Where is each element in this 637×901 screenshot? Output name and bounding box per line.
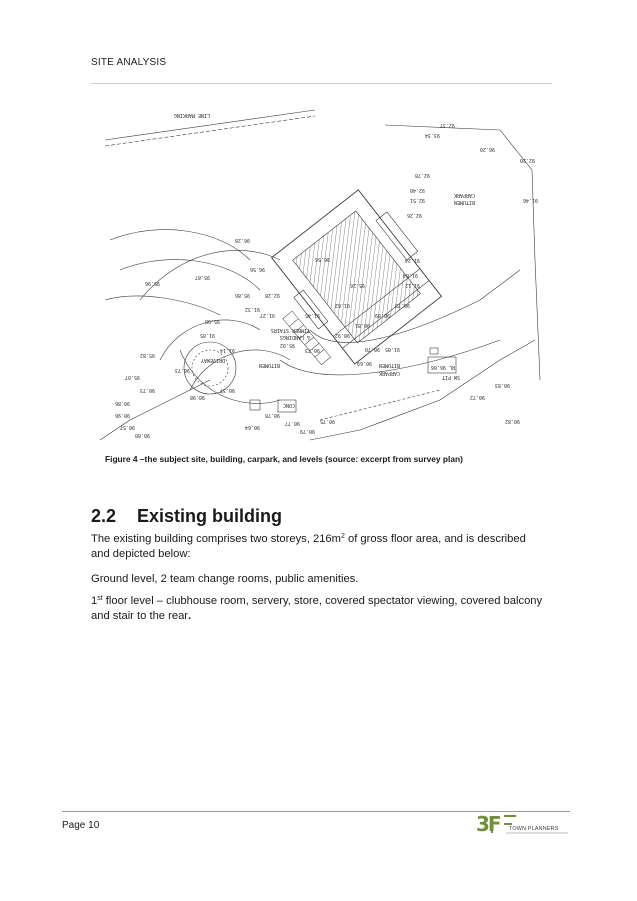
level: 90.75 (320, 418, 335, 424)
level: 90.73 (305, 347, 320, 353)
label-carpark-upper: CARPARK (454, 192, 475, 198)
label-line-marking: LINE MARKING (174, 112, 210, 118)
level: 91.04 (403, 272, 418, 278)
level: 92.78 (415, 172, 430, 178)
paragraph-ground-level: Ground level, 2 team change rooms, publi… (91, 573, 359, 585)
level: 90.89 (375, 312, 390, 318)
level: 95.96 (145, 280, 160, 286)
level: 95.98 (205, 318, 220, 324)
logo-text: TOWN PLANNERS (509, 826, 559, 832)
firm-logo: 3F (476, 813, 568, 835)
section-heading: 2.2 Existing building (91, 506, 282, 527)
running-header: SITE ANALYSIS (91, 57, 167, 68)
level: 95.07 (125, 374, 140, 380)
level: 95.92 (280, 342, 295, 348)
level: 90.73 (140, 387, 155, 393)
level: 95.86 (235, 292, 250, 298)
level: 92.37 (440, 122, 455, 128)
label-pit: SW PIT (442, 374, 460, 380)
level: 91.32 (245, 306, 260, 312)
level: 90.86 (115, 400, 130, 406)
level: 91.14 (220, 347, 235, 353)
level: 90.83 (495, 382, 510, 388)
level: 93.34 (425, 132, 440, 138)
level: 90.57 (120, 424, 135, 430)
level: 96.73 (175, 367, 190, 373)
level: 91.24 (405, 257, 420, 263)
section-number: 2.2 (91, 506, 117, 526)
label-landing: & LANDINGS (280, 334, 310, 340)
p3-ordinal: 1 (91, 595, 98, 607)
level: 96.20 (480, 146, 495, 152)
level: 90.96 (115, 412, 130, 418)
label-bitumen-drive: BITUMEN (259, 362, 280, 368)
level: 91.62 (335, 302, 350, 308)
level: 90.82 (505, 418, 520, 424)
page-number: Page 10 (62, 820, 100, 831)
label-driveway: DRIVEWAY (201, 357, 225, 363)
paragraph-building-summary: The existing building comprises two stor… (91, 532, 546, 562)
level: 96.28 (235, 237, 250, 243)
label-bitumen-upper: BITUMEN (454, 199, 475, 205)
logo-mark: 3F (476, 813, 500, 835)
level: 92.40 (410, 187, 425, 193)
p1-text: The existing building comprises two stor… (91, 533, 341, 545)
level: 90.80 (135, 432, 150, 438)
level: 91.45 (305, 312, 320, 318)
level: 91.27 (260, 312, 275, 318)
survey-plan-figure: LINE MARKING CARPARK BITUMEN CARPARK BIT… (100, 109, 541, 441)
p3-text: floor level – clubhouse room, servery, s… (91, 595, 543, 622)
label-carpark-lower: CARPARK (379, 370, 400, 376)
p1-text-end: of gross floor area, and is described an… (91, 533, 526, 560)
level: 90.72 (470, 394, 485, 400)
level: 91.05 (385, 346, 400, 352)
label-bitumen-lower: BITUMEN (379, 362, 400, 368)
level: 90.79 (300, 428, 315, 434)
level: 90.92 (335, 332, 350, 338)
p3-superscript: st (97, 595, 103, 602)
level: 95.87 (195, 274, 210, 280)
level: 90.70 (365, 346, 380, 352)
level: 90.78 (265, 412, 280, 418)
level: 92.51 (410, 197, 425, 203)
level: 95.26 (350, 282, 365, 288)
footer-rule (62, 811, 570, 812)
level: 90.69 (357, 360, 372, 366)
level: 92.26 (407, 212, 422, 218)
header-rule (91, 83, 552, 84)
paragraph-first-floor: 1st floor level – clubhouse room, server… (91, 594, 546, 624)
label-timber-stairs: TIMBER STAIRS (271, 327, 310, 333)
level: 90.78 (395, 302, 410, 308)
section-title: Existing building (137, 506, 282, 526)
label-rl: RL 96.06 (431, 364, 455, 370)
p3-end: . (188, 610, 192, 622)
p1-superscript: 2 (340, 533, 345, 540)
level: 90.64 (245, 424, 260, 430)
level: 92.20 (520, 157, 535, 163)
level: 91.46 (523, 197, 538, 203)
level: 91.05 (200, 332, 215, 338)
level: 95.82 (140, 352, 155, 358)
label-conc: CONC (283, 402, 295, 408)
level: 90.77 (285, 420, 300, 426)
level: 91.12 (405, 282, 420, 288)
level: 96.56 (315, 256, 330, 262)
level: 96.56 (250, 266, 265, 272)
level: 90.98 (190, 394, 205, 400)
level: 90.37 (220, 387, 235, 393)
figure-caption: Figure 4 –the subject site, building, ca… (105, 454, 463, 464)
level: 90.81 (355, 322, 370, 328)
level: 92.28 (265, 292, 280, 298)
